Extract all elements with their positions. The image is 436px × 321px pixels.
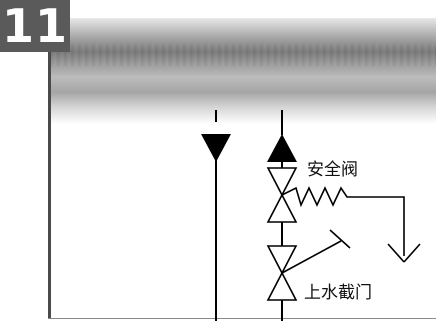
step-number-badge: 11 [0, 0, 70, 53]
frame-bottom-border [48, 318, 436, 319]
water-shutoff-valve-label: 上水截门 [304, 283, 372, 303]
inlet-pipe [267, 110, 297, 168]
safety-valve-symbol [266, 167, 298, 223]
valve-handle [281, 229, 351, 274]
safety-valve-label: 安全阀 [307, 160, 358, 180]
flow-up-arrow-icon [267, 134, 297, 162]
safety-valve-spring [281, 186, 405, 256]
frame-left-border [48, 18, 51, 318]
outlet-pipe [201, 110, 231, 321]
drain-symbol [387, 243, 421, 263]
header-band [48, 18, 436, 124]
flow-down-arrow-icon [201, 134, 231, 162]
